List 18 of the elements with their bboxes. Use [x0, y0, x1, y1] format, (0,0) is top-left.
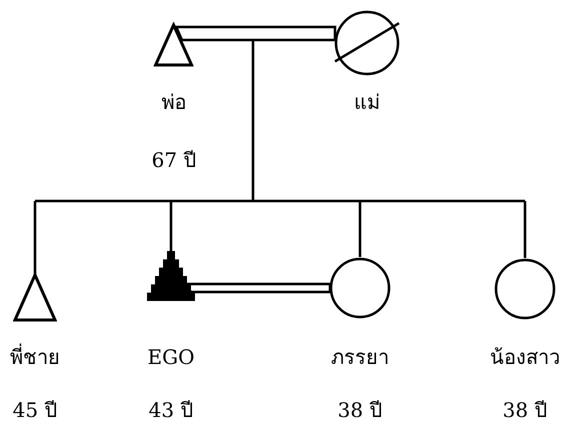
descent-line [170, 201, 172, 251]
descent-line [34, 201, 36, 275]
marriage-double-line [174, 26, 336, 42]
person-label: ภรรยา [331, 344, 389, 370]
person-label: พ่อ [162, 89, 186, 115]
person-label: น้องสาว [490, 344, 560, 370]
age-label: 45 ปี [12, 397, 58, 423]
person-label: แม่ [354, 89, 380, 115]
descent-line [358, 201, 362, 257]
descent-line [34, 38, 526, 202]
person-label: EGO [148, 344, 194, 370]
age-label: 43 ปี [148, 397, 194, 423]
person-label: พี่ชาย [10, 344, 60, 370]
descent-line [524, 201, 526, 258]
age-label: 38 ปี [502, 397, 548, 423]
age-label: 67 ปี [152, 147, 196, 173]
age-label: 38 ปี [338, 397, 382, 423]
marriage-double-line [184, 282, 332, 294]
